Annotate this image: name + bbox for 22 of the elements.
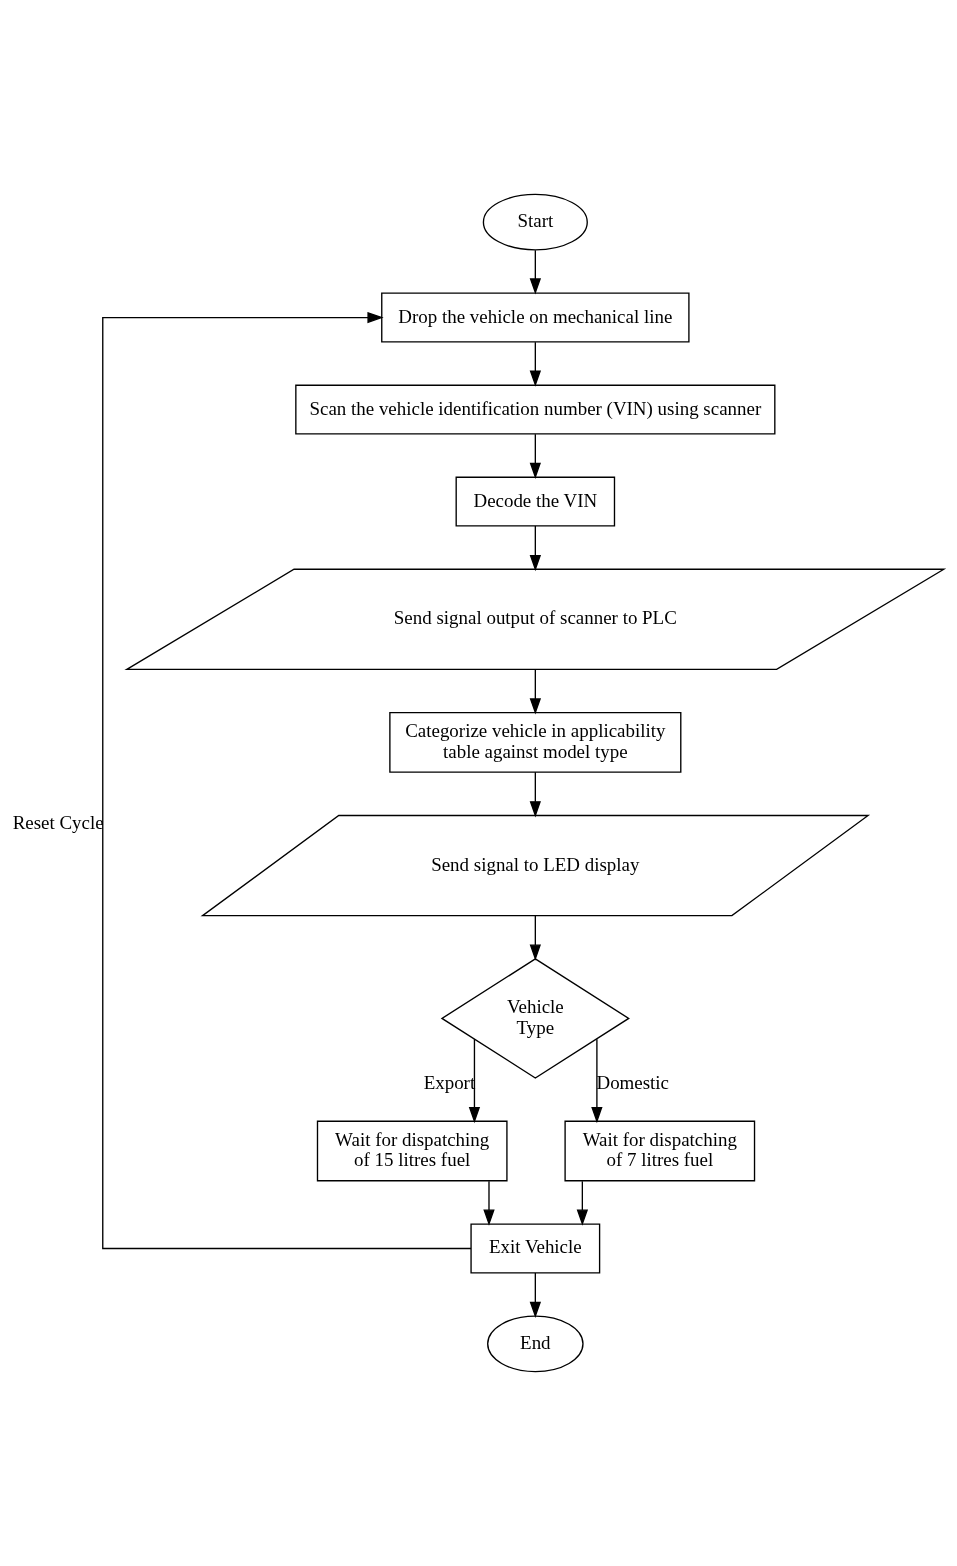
node-box: Drop the vehicle on mechanical line [381,292,690,343]
node-box: Exit Vehicle [470,1223,601,1274]
arrow [529,249,542,295]
arrow [529,914,542,961]
arrow [529,525,542,572]
arrow [529,433,542,479]
node-box: Wait for dispatching of 15 litres fuel [316,1120,508,1182]
arrow [468,1038,481,1124]
arrow [576,1180,589,1226]
node-box: Wait for dispatching of 7 litres fuel [564,1120,756,1182]
node-box: Scan the vehicle identification number (VIN) using scanner [295,384,776,435]
node-box: Decode the VIN [455,476,616,527]
arrow [591,1038,603,1124]
node-box: Categorize vehicle in applicability table against model type [389,711,682,773]
arrow [529,341,542,387]
arrow [483,1180,495,1226]
arrow [529,1272,542,1319]
arrow [529,771,542,818]
node-ellipse: End [487,1315,584,1373]
node-ellipse: Start [482,193,588,251]
arrow [529,668,542,715]
arrow [102,311,472,1250]
